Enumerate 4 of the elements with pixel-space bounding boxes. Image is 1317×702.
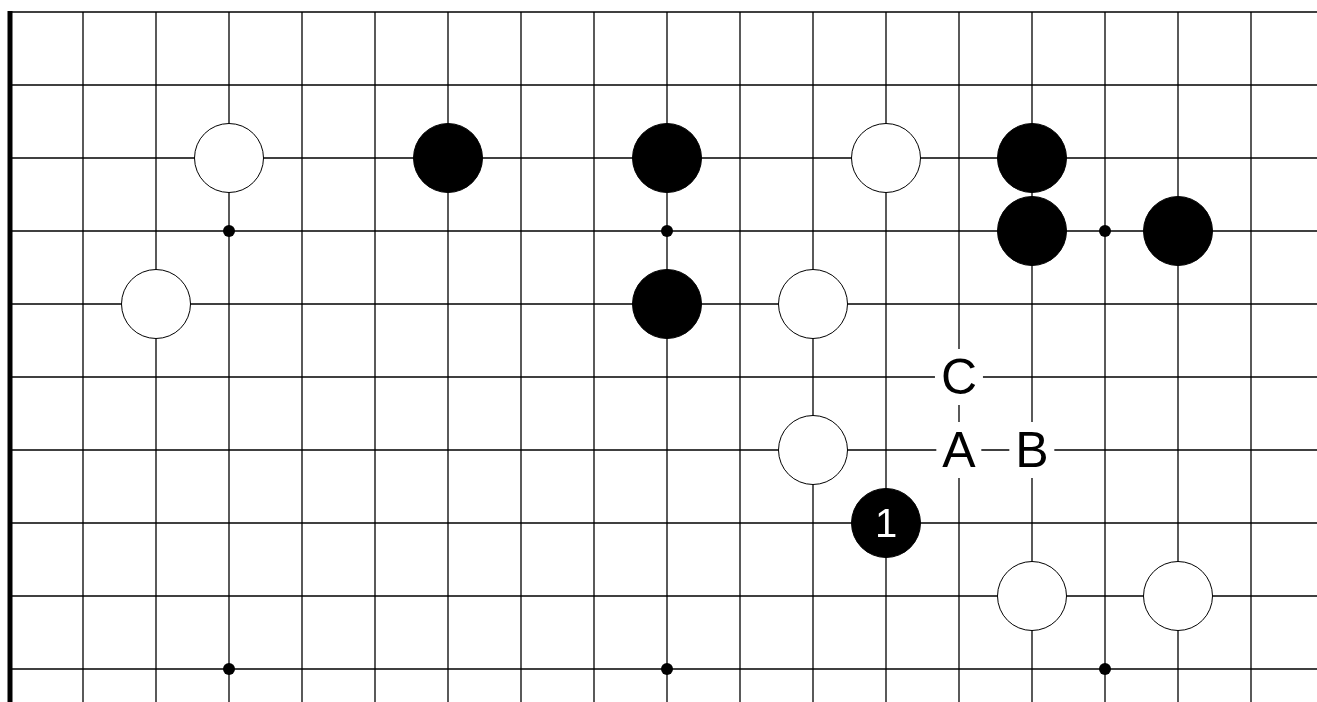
point-label: C <box>934 349 984 405</box>
numbered-stone: 1 <box>851 488 921 558</box>
point-label: A <box>936 422 982 478</box>
point-label: B <box>1009 422 1055 478</box>
